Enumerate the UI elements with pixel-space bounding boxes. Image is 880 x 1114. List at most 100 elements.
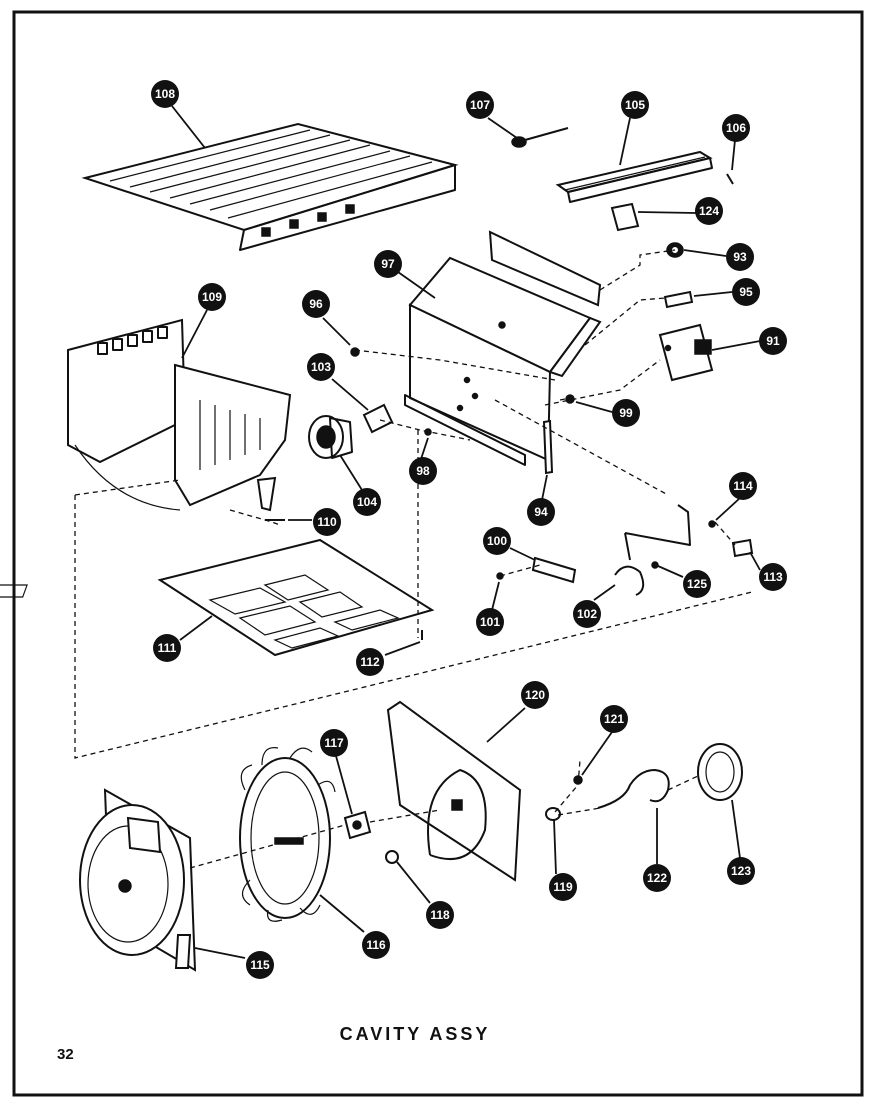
callout-113-label: 113 <box>763 570 783 584</box>
callout-100-label: 100 <box>487 534 507 548</box>
callout-112: 112 <box>356 648 384 676</box>
callout-97-label: 97 <box>381 257 395 271</box>
part-117-washer <box>343 810 372 840</box>
callout-115: 115 <box>246 951 274 979</box>
callout-118-label: 118 <box>430 908 450 922</box>
callout-113: 113 <box>759 563 787 591</box>
callout-120-label: 120 <box>525 688 545 702</box>
callout-125-label: 125 <box>687 577 707 591</box>
callout-95-label: 95 <box>739 285 753 299</box>
callout-101: 101 <box>476 608 504 636</box>
callout-112-label: 112 <box>360 655 380 669</box>
part-119-bushing <box>545 807 561 821</box>
callout-91: 91 <box>759 327 787 355</box>
callout-100: 100 <box>483 527 511 555</box>
callout-123: 123 <box>727 857 755 885</box>
callout-96: 96 <box>302 290 330 318</box>
callout-106-label: 106 <box>726 121 746 135</box>
callout-122-label: 122 <box>647 871 667 885</box>
callout-124: 124 <box>695 197 723 225</box>
callout-124-label: 124 <box>699 204 719 218</box>
callout-99: 99 <box>612 399 640 427</box>
callout-115-label: 115 <box>250 958 270 972</box>
callout-119-label: 119 <box>553 880 573 894</box>
part-118-nut <box>385 850 399 864</box>
part-108-grille <box>81 122 459 251</box>
part-104-motor <box>308 415 353 459</box>
callout-105-label: 105 <box>625 98 645 112</box>
callout-98-label: 98 <box>416 464 430 478</box>
callout-102-label: 102 <box>577 607 597 621</box>
part-120-fan-plate <box>386 700 522 882</box>
callout-109: 109 <box>198 283 226 311</box>
leader-lines <box>171 105 761 959</box>
callout-94-label: 94 <box>534 505 548 519</box>
part-122-cord <box>597 769 670 809</box>
callout-109-label: 109 <box>202 290 222 304</box>
callout-118: 118 <box>426 901 454 929</box>
callout-111-label: 111 <box>158 641 177 655</box>
callout-97: 97 <box>374 250 402 278</box>
callout-94: 94 <box>527 498 555 526</box>
callout-119: 119 <box>549 873 577 901</box>
part-111-base-plate <box>0 538 435 657</box>
assembly-dash-lines <box>74 249 753 869</box>
callout-104-label: 104 <box>357 495 377 509</box>
part-124-bracket <box>610 202 640 232</box>
callout-108-label: 108 <box>155 87 175 101</box>
callout-102: 102 <box>573 600 601 628</box>
callout-125: 125 <box>683 570 711 598</box>
callout-110-label: 110 <box>317 515 337 529</box>
callout-107-label: 107 <box>470 98 490 112</box>
part-109-duct <box>67 318 292 512</box>
callout-106: 106 <box>722 114 750 142</box>
part-96-nut <box>350 347 360 357</box>
part-123-cap <box>697 743 743 801</box>
callout-122: 122 <box>643 864 671 892</box>
part-103-coupler <box>362 403 394 434</box>
callout-123-label: 123 <box>731 864 751 878</box>
callout-104: 104 <box>353 488 381 516</box>
callout-95: 95 <box>732 278 760 306</box>
part-106-screw <box>726 173 734 185</box>
callout-91-label: 91 <box>766 334 780 348</box>
callout-117-label: 117 <box>324 736 344 750</box>
part-102-clip <box>614 504 691 596</box>
callout-101-label: 101 <box>480 615 500 629</box>
part-107-sensor <box>511 127 569 148</box>
diagram-caption: CAVITY ASSY <box>339 1024 491 1044</box>
callout-93-label: 93 <box>733 250 747 264</box>
part-91-switch <box>658 323 714 382</box>
part-116-fan-blade <box>239 747 336 922</box>
callout-114: 114 <box>729 472 757 500</box>
part-97-cavity-wall <box>404 230 602 466</box>
callout-103: 103 <box>307 353 335 381</box>
callout-111: 111 <box>153 634 181 662</box>
callout-108: 108 <box>151 80 179 108</box>
page-number: 32 <box>57 1046 74 1063</box>
callout-117: 117 <box>320 729 348 757</box>
part-113-holder <box>731 538 754 558</box>
callout-120: 120 <box>521 681 549 709</box>
callout-99-label: 99 <box>619 406 633 420</box>
part-105-rail <box>555 150 713 203</box>
callout-121-label: 121 <box>604 712 624 726</box>
callout-96-label: 96 <box>309 297 323 311</box>
callout-93: 93 <box>726 243 754 271</box>
part-115-blower-housing <box>79 788 197 972</box>
callout-116: 116 <box>362 931 390 959</box>
callout-107: 107 <box>466 91 494 119</box>
page-border <box>12 10 864 1097</box>
callout-110: 110 <box>313 508 341 536</box>
callout-116-label: 116 <box>366 938 386 952</box>
part-95-clip <box>663 290 694 309</box>
callout-121: 121 <box>600 705 628 733</box>
callout-114-label: 114 <box>733 479 753 493</box>
part-94-strip <box>542 419 554 475</box>
callout-98: 98 <box>409 457 437 485</box>
callout-103-label: 103 <box>311 360 331 374</box>
part-114-screw <box>708 520 716 528</box>
part-125-screw <box>651 561 659 569</box>
